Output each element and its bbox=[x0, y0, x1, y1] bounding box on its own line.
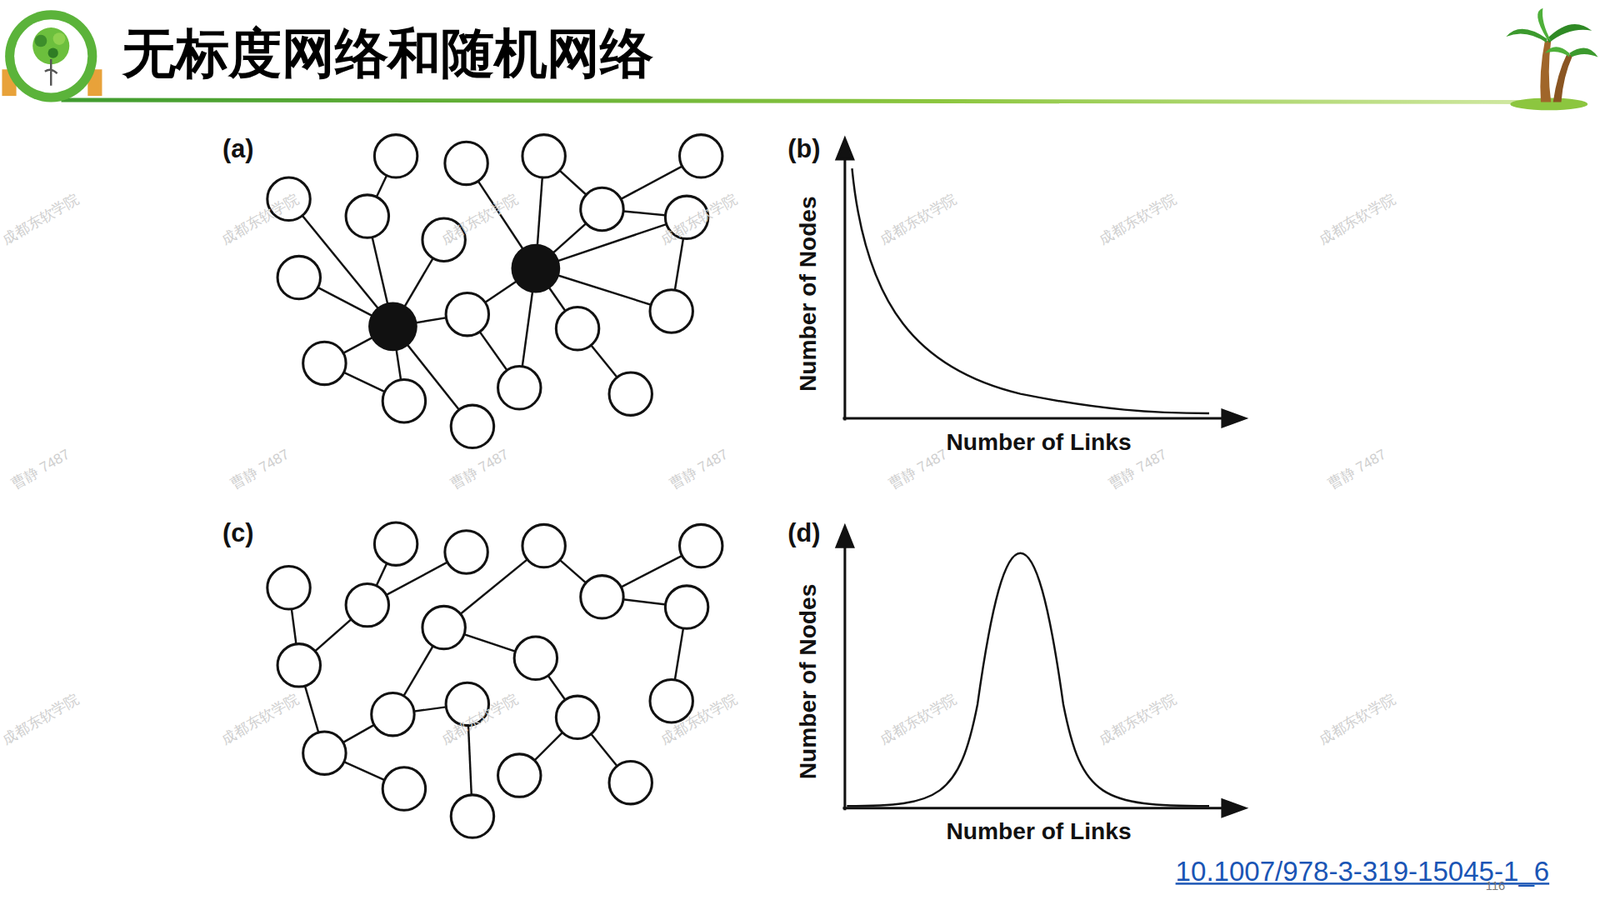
axis-title: Number of Nodes bbox=[795, 195, 821, 392]
watermark: 成都东软学院 bbox=[1315, 690, 1398, 748]
hub-node bbox=[368, 301, 418, 351]
network-node bbox=[522, 135, 565, 178]
network-node bbox=[277, 255, 320, 299]
axis-title: Number of Nodes bbox=[795, 584, 821, 780]
network-node bbox=[650, 680, 693, 723]
watermark: 成都东软学院 bbox=[877, 190, 960, 248]
watermark: 成都东软学院 bbox=[1096, 190, 1179, 248]
panel-label: (a) bbox=[222, 135, 254, 164]
network-node bbox=[609, 760, 652, 804]
watermark: 成都东软学院 bbox=[877, 690, 960, 748]
watermark: 曹静 7487 bbox=[886, 446, 950, 493]
network-node bbox=[445, 530, 488, 574]
watermark: 成都东软学院 bbox=[219, 690, 301, 748]
page-number: 116 bbox=[1485, 880, 1505, 894]
panel-label: (c) bbox=[222, 519, 254, 548]
network-node bbox=[374, 135, 417, 178]
network-node bbox=[498, 366, 541, 410]
network-node bbox=[382, 767, 425, 810]
network-node bbox=[277, 644, 320, 687]
network-node bbox=[580, 575, 624, 619]
panel-label: (b) bbox=[787, 135, 820, 164]
network-node bbox=[522, 524, 565, 567]
network-node bbox=[609, 372, 652, 415]
network-node bbox=[267, 566, 310, 610]
axis-title: Number of Links bbox=[945, 430, 1131, 456]
random-network bbox=[267, 522, 723, 838]
watermark: 成都东软学院 bbox=[1315, 190, 1398, 248]
network-node bbox=[514, 636, 557, 680]
network-node bbox=[345, 583, 389, 626]
watermark: 成都东软学院 bbox=[0, 190, 82, 248]
slide-title: 无标度网络和随机网络 bbox=[122, 24, 654, 83]
watermark: 曹静 7487 bbox=[228, 446, 292, 493]
network-node bbox=[450, 405, 494, 448]
degree-chart-power-law bbox=[836, 139, 1245, 427]
network-node bbox=[650, 290, 693, 333]
palm-tree-icon bbox=[1505, 8, 1598, 110]
network-node bbox=[422, 605, 465, 649]
network-node bbox=[580, 187, 624, 230]
degree-chart-bell bbox=[836, 526, 1245, 817]
network-node bbox=[555, 307, 599, 350]
network-node bbox=[445, 292, 489, 335]
network-node bbox=[680, 524, 723, 567]
network-node bbox=[374, 522, 417, 565]
network-node bbox=[555, 695, 599, 739]
network-node bbox=[445, 141, 488, 185]
network-node bbox=[371, 692, 415, 735]
axis-title: Number of Links bbox=[945, 818, 1131, 845]
network-node bbox=[498, 754, 541, 797]
network-node bbox=[382, 380, 425, 423]
watermark: 成都东软学院 bbox=[1096, 690, 1179, 748]
network-node bbox=[303, 341, 346, 385]
network-node bbox=[450, 795, 494, 838]
hub-node bbox=[510, 244, 560, 294]
watermark: 曹静 7487 bbox=[1325, 446, 1389, 493]
watermark: 曹静 7487 bbox=[447, 446, 511, 493]
panel-label: (d) bbox=[787, 519, 820, 548]
watermark: 成都东软学院 bbox=[0, 690, 82, 748]
network-node bbox=[303, 731, 346, 775]
network-node bbox=[680, 135, 723, 178]
network-node bbox=[345, 195, 389, 238]
watermark: 曹静 7487 bbox=[9, 446, 73, 493]
network-node bbox=[665, 585, 708, 629]
logo bbox=[1, 10, 102, 102]
watermark: 曹静 7487 bbox=[667, 446, 731, 493]
header-rule bbox=[60, 98, 1520, 105]
scale-free-network bbox=[267, 135, 723, 449]
